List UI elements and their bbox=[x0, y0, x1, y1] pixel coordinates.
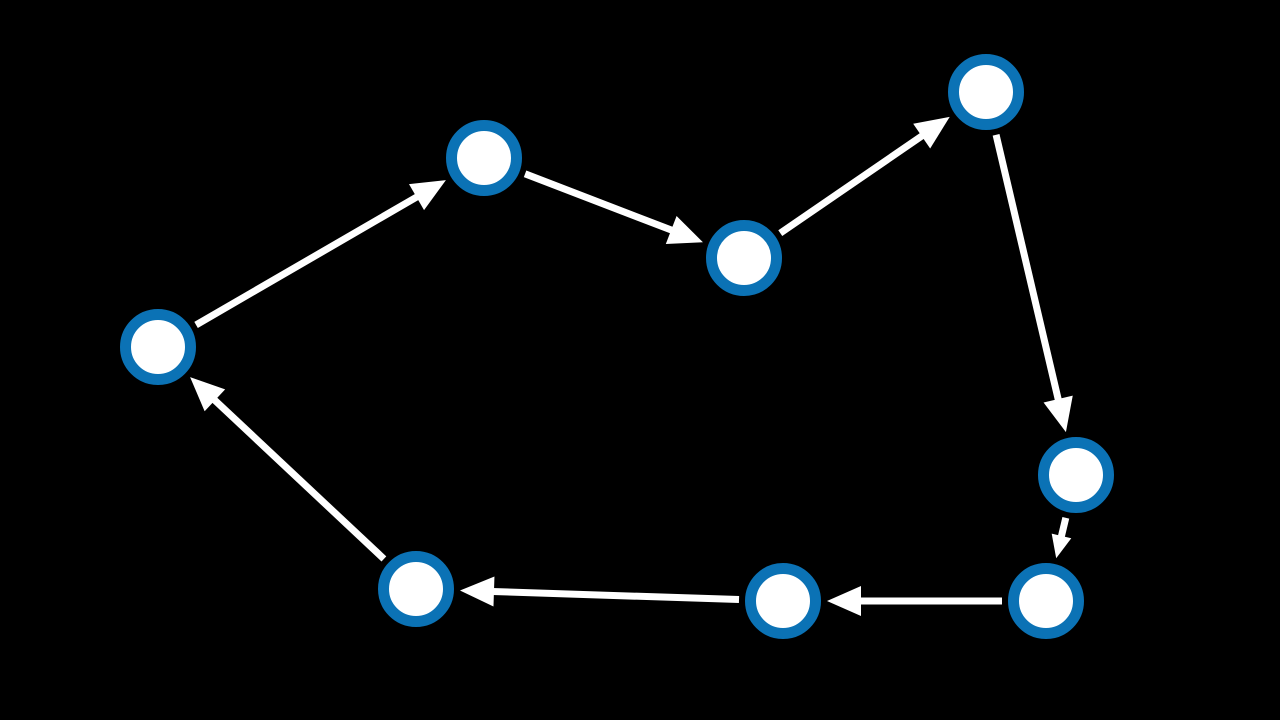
node-circle[interactable] bbox=[378, 551, 454, 627]
node-top-right[interactable] bbox=[948, 54, 1024, 130]
edge-upper-middle-to-top-right bbox=[778, 116, 950, 236]
edges-layer bbox=[190, 116, 1073, 616]
edge-shaft bbox=[492, 588, 740, 604]
edge-upper-left-to-upper-middle bbox=[523, 170, 703, 244]
node-right-middle[interactable] bbox=[1038, 437, 1114, 513]
edge-top-right-to-right-middle bbox=[992, 134, 1073, 433]
edge-shaft bbox=[1057, 516, 1070, 539]
edge-bottom-right-to-bottom-middle bbox=[827, 586, 1002, 616]
node-circle[interactable] bbox=[120, 309, 196, 385]
arrowhead-icon bbox=[1051, 533, 1072, 559]
node-circle[interactable] bbox=[706, 220, 782, 296]
node-left[interactable] bbox=[120, 309, 196, 385]
edge-shaft bbox=[194, 193, 420, 328]
node-upper-left[interactable] bbox=[446, 120, 522, 196]
arrowhead-icon bbox=[913, 116, 950, 149]
node-circle[interactable] bbox=[745, 563, 821, 639]
node-bottom-middle[interactable] bbox=[745, 563, 821, 639]
arrowhead-icon bbox=[665, 216, 703, 244]
node-circle[interactable] bbox=[1008, 563, 1084, 639]
edge-left-to-upper-left bbox=[194, 180, 446, 328]
arrowhead-icon bbox=[1043, 395, 1073, 433]
node-circle[interactable] bbox=[1038, 437, 1114, 513]
node-upper-middle[interactable] bbox=[706, 220, 782, 296]
edge-shaft bbox=[992, 134, 1062, 402]
edge-shaft bbox=[778, 132, 925, 236]
arrowhead-icon bbox=[190, 377, 226, 412]
edge-bottom-middle-to-bottom-left bbox=[459, 576, 740, 607]
edge-right-middle-to-bottom-right bbox=[1051, 516, 1072, 559]
arrowhead-icon bbox=[827, 586, 861, 616]
arrowhead-icon bbox=[459, 576, 495, 607]
node-bottom-left[interactable] bbox=[378, 551, 454, 627]
arrowhead-icon bbox=[409, 180, 446, 211]
node-circle[interactable] bbox=[446, 120, 522, 196]
edge-shaft bbox=[211, 396, 387, 562]
node-circle[interactable] bbox=[948, 54, 1024, 130]
edge-shaft bbox=[523, 170, 674, 234]
edge-bottom-left-to-left bbox=[190, 377, 387, 562]
nodes-layer bbox=[120, 54, 1114, 639]
node-bottom-right[interactable] bbox=[1008, 563, 1084, 639]
